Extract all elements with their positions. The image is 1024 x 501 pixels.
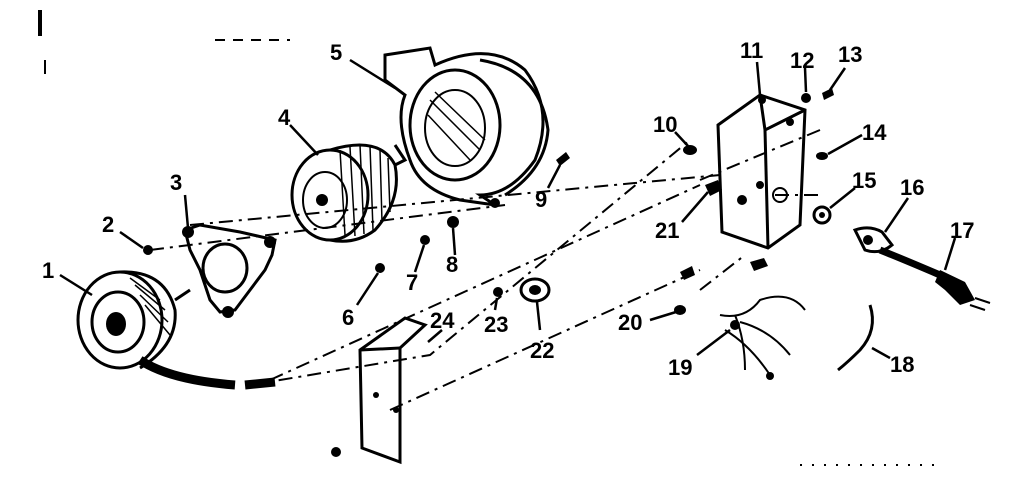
part-screw-14 — [816, 152, 828, 160]
part-screw-10 — [683, 145, 697, 155]
scan-marks — [38, 10, 940, 466]
part-screw-13 — [822, 88, 834, 100]
callout-2: 2 — [102, 212, 114, 237]
part-control-box — [716, 93, 807, 250]
callout-labels: 1 2 3 4 5 6 7 8 9 10 11 12 13 14 15 16 1… — [42, 38, 974, 380]
callout-7: 7 — [406, 270, 418, 295]
callout-22: 22 — [530, 338, 554, 363]
part-power-cord — [878, 246, 991, 311]
part-wire-leads — [719, 295, 806, 380]
part-motor — [76, 270, 276, 390]
part-screw-2 — [143, 245, 153, 255]
callout-12: 12 — [790, 48, 814, 73]
part-strain-relief — [852, 226, 895, 254]
callout-3: 3 — [170, 170, 182, 195]
part-blower-housing — [383, 46, 550, 208]
callout-24: 24 — [430, 308, 455, 333]
part-screw-7 — [420, 235, 430, 245]
leader-lines — [59, 58, 957, 360]
callout-10: 10 — [653, 112, 677, 137]
callout-5: 5 — [330, 40, 342, 65]
callout-1: 1 — [42, 258, 54, 283]
part-bracket — [331, 316, 428, 465]
callout-17: 17 — [950, 218, 974, 243]
callout-9: 9 — [535, 187, 547, 212]
part-grommet — [519, 277, 551, 303]
callout-6: 6 — [342, 305, 354, 330]
callout-15: 15 — [852, 168, 876, 193]
callout-19: 19 — [668, 355, 692, 380]
part-harness-clip — [837, 304, 874, 372]
callout-4: 4 — [278, 105, 291, 130]
part-screw-23 — [493, 287, 503, 297]
part-bushing — [812, 205, 832, 225]
callout-21: 21 — [655, 218, 679, 243]
part-screw-12 — [801, 93, 811, 103]
callout-13: 13 — [838, 42, 862, 67]
part-blower-wheel — [290, 143, 398, 243]
part-screw-6 — [375, 263, 385, 273]
part-mounting-plate — [182, 223, 277, 318]
part-screw-8 — [447, 216, 459, 228]
part-loose-nuts — [680, 258, 768, 280]
callout-20: 20 — [618, 310, 642, 335]
part-screw-9 — [556, 152, 570, 166]
callout-16: 16 — [900, 175, 924, 200]
callout-23: 23 — [484, 312, 508, 337]
callout-11: 11 — [740, 38, 763, 63]
callout-14: 14 — [862, 120, 887, 145]
callout-8: 8 — [446, 252, 458, 277]
callout-18: 18 — [890, 352, 914, 377]
part-terminal — [705, 180, 722, 196]
part-screw-20 — [674, 305, 686, 315]
